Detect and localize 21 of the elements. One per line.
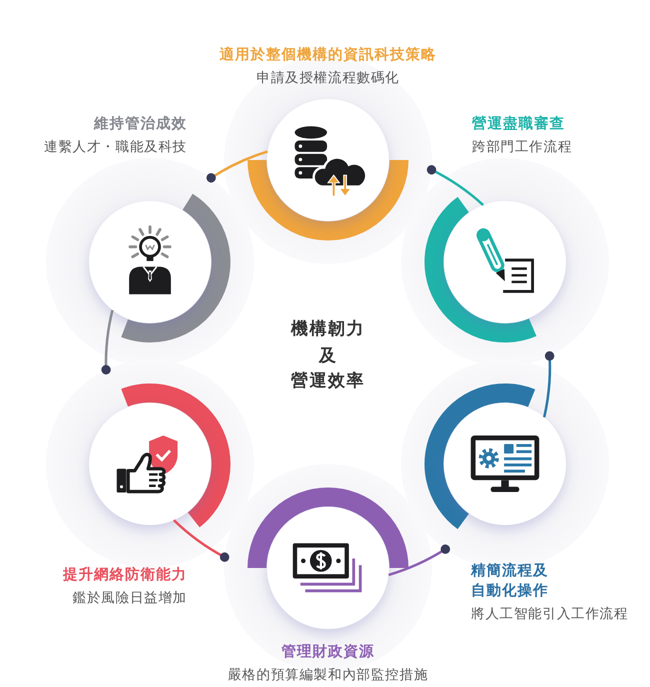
description: 嚴格的預算編製和內部監控措施 <box>228 666 428 684</box>
heading: 適用於整個機構的資訊科技策略 <box>220 46 436 65</box>
connector <box>388 544 450 576</box>
heading: 維持管治成效 <box>94 114 187 134</box>
description: 連繫人才・職能及科技 <box>44 138 187 156</box>
center-text: 及 <box>318 345 338 367</box>
connector <box>172 519 230 562</box>
description: 將人工智能引入工作流程 <box>471 605 628 623</box>
heading: 精簡流程及自動化操作 <box>471 562 550 601</box>
center-text: 營運效率 <box>291 370 365 392</box>
heading: 營運盡職審查 <box>472 114 565 134</box>
heading: 管理財政資源 <box>282 643 374 662</box>
description: 申請及授權流程數碼化 <box>256 69 400 87</box>
description: 鑑於風險日益增加 <box>72 589 187 607</box>
connector <box>101 310 114 374</box>
heading: 提升網絡防衛能力 <box>63 566 187 585</box>
connector <box>426 165 484 206</box>
center-text: 機構韌力 <box>291 318 365 340</box>
connector <box>206 150 268 183</box>
description: 跨部門工作流程 <box>472 138 572 156</box>
connector <box>542 351 554 418</box>
